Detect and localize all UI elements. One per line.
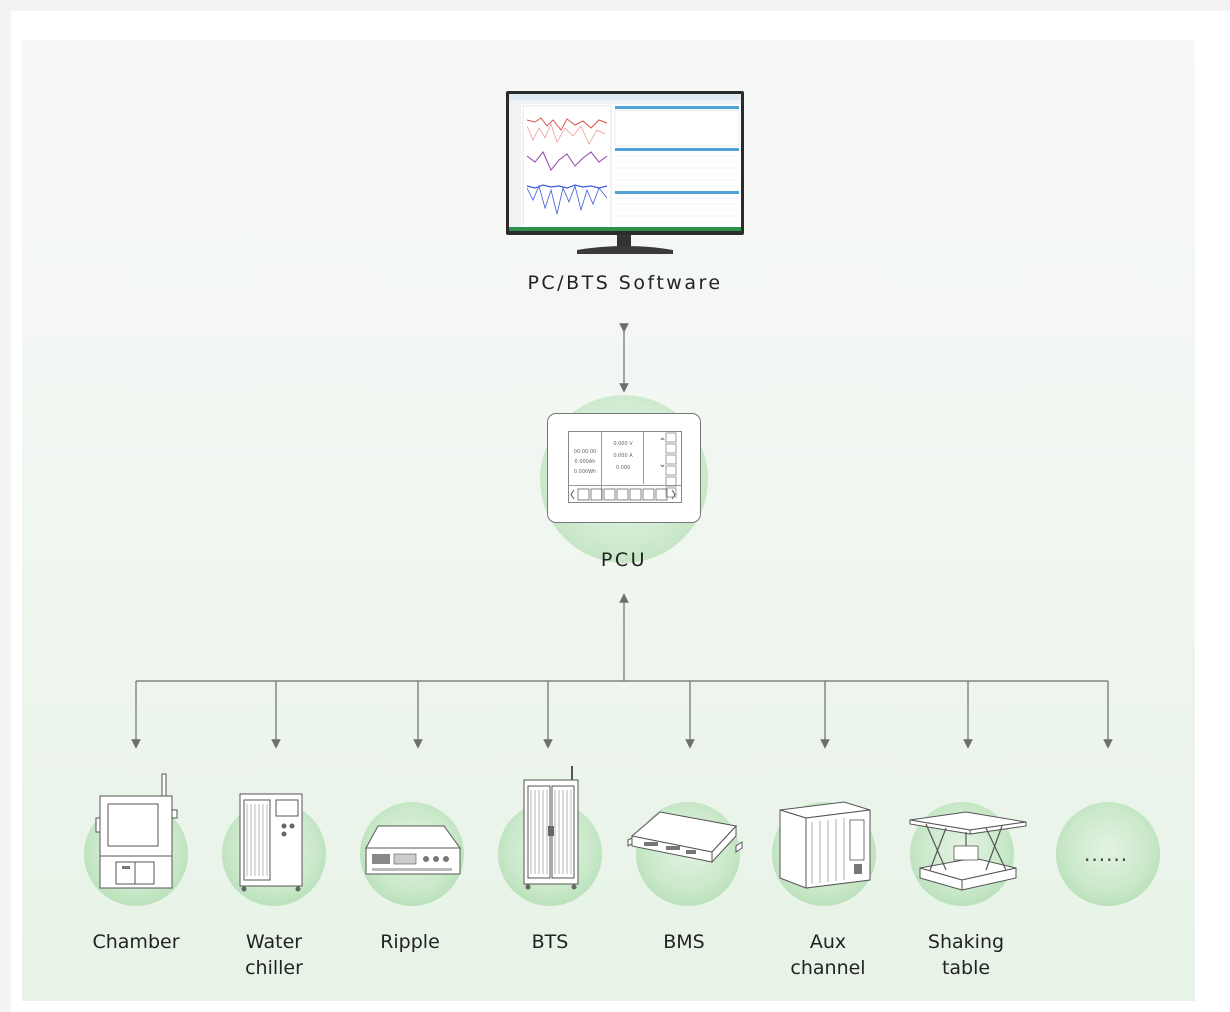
water-chiller-icon <box>239 793 303 892</box>
more-circle <box>1056 802 1160 906</box>
device-label-chamber: Chamber <box>92 931 180 953</box>
pcu-label: PCU <box>600 549 648 571</box>
screen-voltage: 0.000 V <box>613 441 633 447</box>
screen-time: 00:00:00 <box>573 449 597 455</box>
screen-value: 0.000 <box>615 465 631 471</box>
chevron-up-icon: ⌃ <box>658 437 667 448</box>
monitor-icon <box>506 91 744 254</box>
bms-icon <box>627 811 743 864</box>
screen-wh: 0.000Wh <box>573 469 597 475</box>
pcu-tablet-icon: 00:00:00 0.000Ah 0.000Wh 0.000 V 0.000 A… <box>547 413 701 523</box>
more-ellipsis: ...... <box>1084 842 1129 866</box>
device-label-bts: BTS <box>531 931 569 953</box>
bts-icon <box>523 766 579 890</box>
shaking-table-icon <box>909 811 1027 891</box>
screen-current: 0.000 A <box>613 453 633 459</box>
chevron-down-icon: ⌄ <box>658 459 667 470</box>
screen-softkeys <box>570 488 676 501</box>
pcu-side-buttons <box>665 432 677 498</box>
device-label-bms: BMS <box>663 931 705 953</box>
device-label-water-chiller: Water chiller <box>245 931 303 979</box>
aux-channel-icon <box>779 801 871 889</box>
device-label-aux-channel: Aux channel <box>790 931 866 979</box>
chamber-icon <box>95 773 178 889</box>
screen-ah: 0.000Ah <box>574 459 596 465</box>
device-label-ripple: Ripple <box>380 931 440 953</box>
pcu-screen: 00:00:00 0.000Ah 0.000Wh 0.000 V 0.000 A… <box>568 431 682 503</box>
ripple-icon <box>365 825 461 875</box>
device-label-shaking-table: Shaking table <box>927 931 1005 979</box>
software-label: PC/BTS Software <box>527 272 723 294</box>
